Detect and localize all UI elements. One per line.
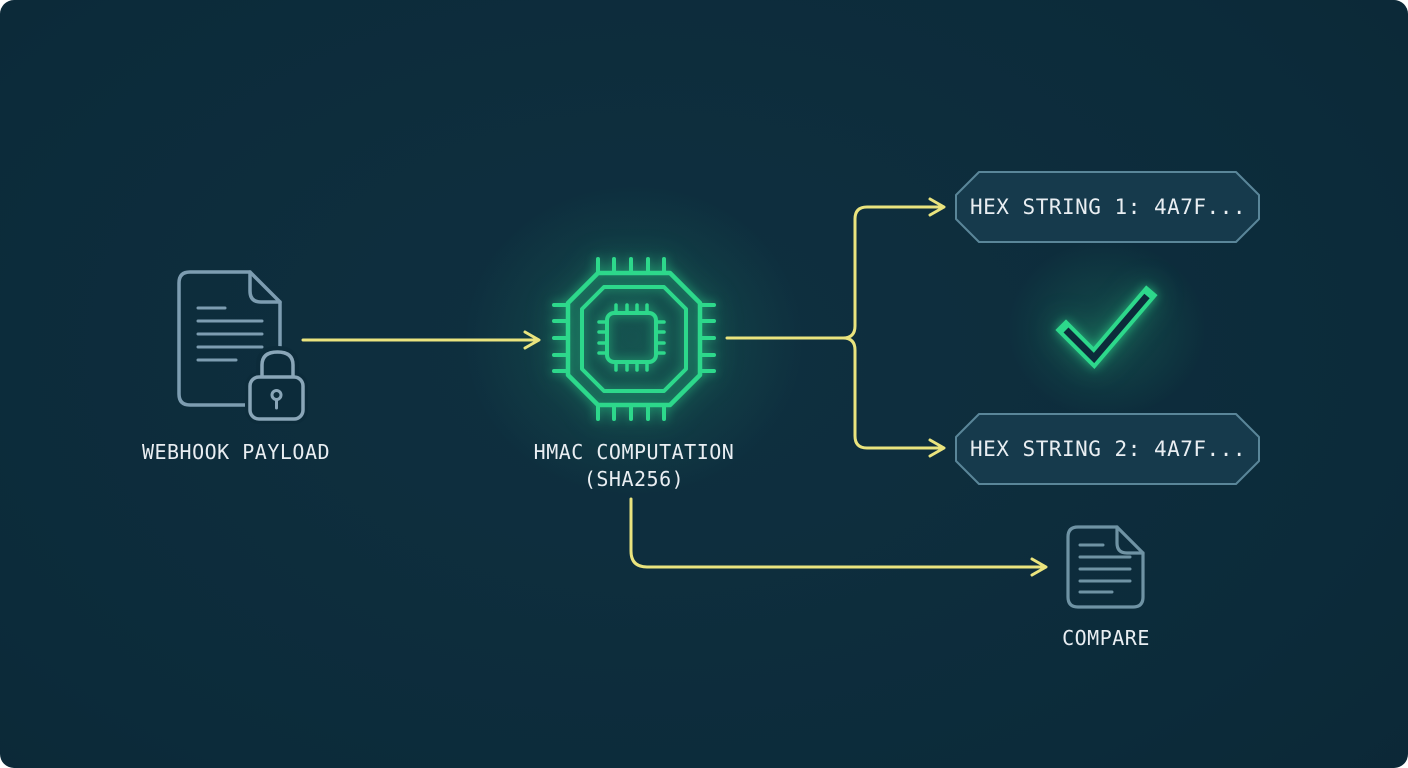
lock-icon (245, 346, 308, 424)
cpu-chip-icon (552, 257, 716, 421)
hex-string-1-label: HEX STRING 1: 4A7F... (969, 195, 1246, 219)
chip-glow-halo (464, 185, 804, 495)
checkmark-icon (1055, 285, 1158, 370)
corner-artifact (0, 0, 7, 7)
compare-label: COMPARE (1062, 626, 1150, 650)
document-icon (1066, 525, 1145, 609)
document-lock-icon (177, 270, 308, 424)
arrow-payload-to-hmac (301, 330, 541, 350)
hmac-computation-label: HMAC COMPUTATION (533, 440, 735, 464)
check-glow-halo (1006, 241, 1206, 417)
hex-string-1-box (955, 171, 1260, 243)
arrow-hmac-to-hex2 (841, 336, 946, 458)
arrow-hmac-to-compare (629, 497, 1048, 577)
hex-string-2-label: HEX STRING 2: 4A7F... (969, 437, 1246, 461)
hmac-computation-sublabel: (SHA256) (583, 467, 685, 491)
hex-string-2-box (955, 413, 1260, 485)
webhook-payload-label: WEBHOOK PAYLOAD (141, 440, 331, 464)
